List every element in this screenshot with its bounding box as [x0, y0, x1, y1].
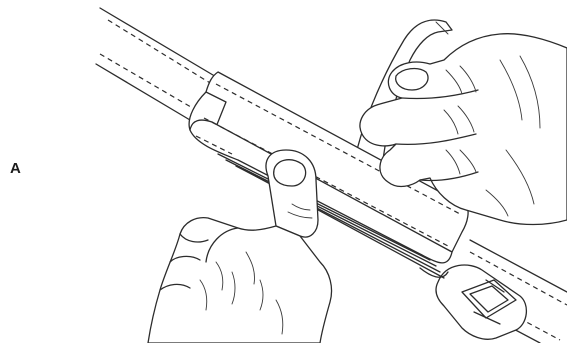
- strap-stitch-top: [108, 20, 215, 86]
- strap-stitch-bottom: [100, 54, 196, 110]
- strap-top-edge: [100, 8, 218, 78]
- strap-bottom-edge: [96, 64, 190, 120]
- left-hand: [148, 150, 332, 343]
- buckle: [436, 265, 526, 339]
